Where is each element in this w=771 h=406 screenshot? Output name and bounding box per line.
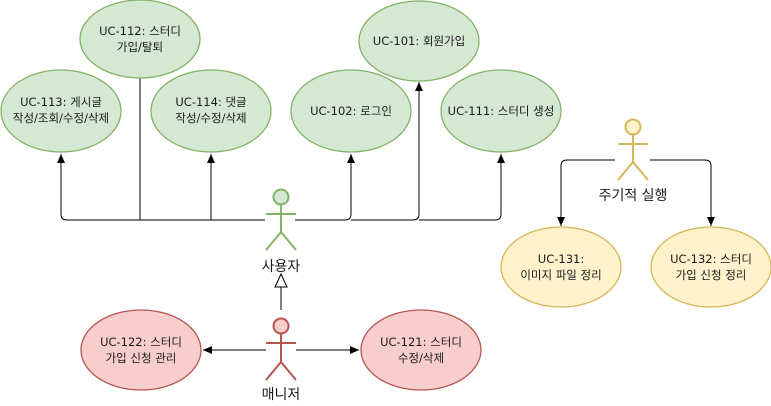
line-user-uc102: [295, 154, 355, 221]
uc-102-line1: UC-102: 로그인: [310, 104, 392, 118]
uc-121-line1: UC-121: 스터디: [380, 335, 462, 349]
actor-manager-body: [265, 334, 297, 381]
svg-text:UC-102: 로그인: UC-102: 로그인: [310, 104, 392, 118]
actor-scheduler-head: [624, 118, 642, 136]
actor-scheduler-label: 주기적 실행: [599, 188, 668, 204]
uc-114-line1: UC-114: 댓글: [175, 95, 246, 109]
uc-131-line2: 이미지 파일 정리: [520, 268, 601, 282]
uc-121-line2: 수정/삭제: [398, 351, 444, 365]
actor-user-head: [272, 188, 290, 206]
uc-122-line1: UC-122: 스터디: [100, 335, 182, 349]
uc-122-line2: 가입 신청 관리: [106, 351, 177, 365]
manager-lines: [203, 272, 359, 354]
actor-manager-label: 매니저: [262, 387, 301, 403]
scheduler-lines: [557, 159, 715, 226]
uc-131[interactable]: UC-131: 이미지 파일 정리: [500, 226, 622, 308]
actor-user-body: [265, 205, 297, 251]
line-sched-uc131: [557, 159, 615, 226]
actor-scheduler[interactable]: [617, 118, 649, 181]
line-user-uc113: [57, 154, 265, 221]
uc-112-line1: UC-112: 스터디: [99, 24, 181, 38]
generalization-arrowhead: [274, 272, 288, 288]
uc-113-line1: UC-113: 게시글: [20, 95, 102, 109]
line-sched-uc132: [650, 159, 715, 226]
uc-111-line1: UC-111: 스터디 생성: [448, 104, 555, 118]
uc-111[interactable]: UC-111: 스터디 생성: [440, 69, 562, 153]
svg-text:UC-131:이미지 파일 정리: UC-131: 이미지 파일 정리: [520, 252, 601, 282]
uc-132-line2: 가입 신청 정리: [676, 268, 747, 282]
svg-text:UC-111: 스터디 생성: UC-111: 스터디 생성: [448, 104, 555, 118]
uc-102[interactable]: UC-102: 로그인: [290, 69, 412, 153]
user-association-lines: [57, 68, 505, 221]
actor-user-label: 사용자: [262, 259, 301, 275]
uc-131-line1: UC-131:: [538, 252, 584, 266]
uc-114-line2: 작성/수정/삭제: [175, 111, 246, 125]
line-user-uc101: [351, 82, 423, 221]
actor-user[interactable]: [265, 188, 297, 251]
svg-text:UC-101: 회원가입: UC-101: 회원가입: [373, 34, 465, 48]
line-user-uc111: [419, 154, 505, 221]
uc-101-line1: UC-101: 회원가입: [373, 34, 465, 48]
uc-113-line2: 작성/조회/수정/삭제: [13, 111, 109, 125]
actor-manager-head: [272, 317, 290, 335]
uc-112-line2: 가입/탈퇴: [117, 40, 163, 54]
actor-manager[interactable]: [265, 317, 297, 381]
uc-132-line1: UC-132: 스터디: [670, 252, 752, 266]
actor-scheduler-body: [617, 135, 649, 181]
uc-101[interactable]: UC-101: 회원가입: [358, 0, 480, 82]
